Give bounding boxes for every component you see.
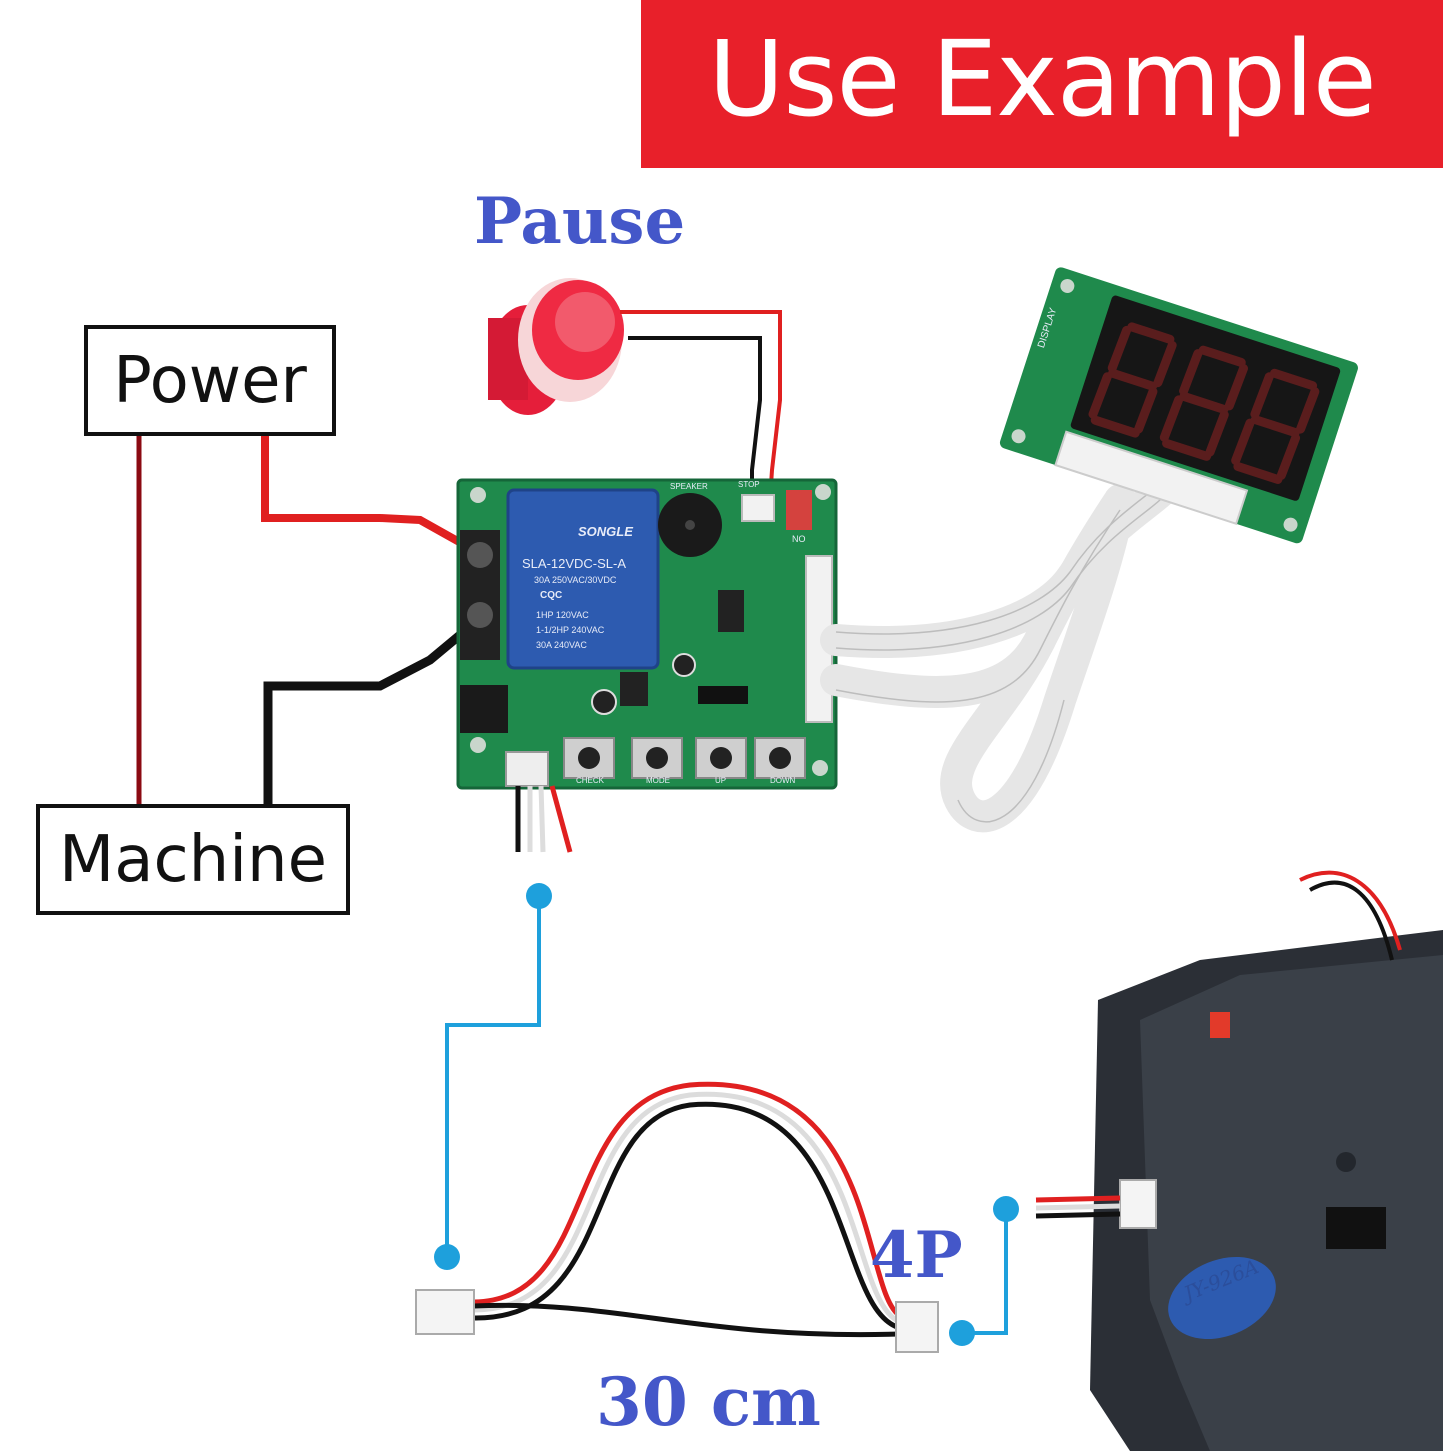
button-label-mode: MODE — [646, 776, 670, 785]
leader-lines — [445, 896, 1008, 1335]
controller-board-icon — [456, 478, 838, 790]
switch-label: NO — [792, 534, 806, 544]
connector-left-icon — [415, 1289, 475, 1335]
title-banner: Use Example — [641, 0, 1443, 168]
power-box: Power — [84, 325, 336, 436]
leader-dot-4p — [949, 1320, 975, 1346]
relay-line3: 30A 240VAC — [536, 640, 587, 650]
pause-button-icon — [488, 278, 624, 415]
banner-title: Use Example — [708, 18, 1377, 140]
machine-label: Machine — [59, 822, 327, 897]
relay-rating: 30A 250VAC/30VDC — [534, 575, 617, 585]
pause-black-wire — [628, 336, 762, 500]
button-label-check: CHECK — [576, 776, 605, 785]
relay-line2: 1-1/2HP 240VAC — [536, 625, 605, 635]
leader-dot-top — [526, 883, 552, 909]
relay-model: SLA-12VDC-SL-A — [522, 556, 627, 571]
ribbon-cable-icon — [820, 464, 1186, 833]
stop-label: STOP — [738, 480, 760, 489]
relay-cert: CQC — [540, 590, 563, 601]
machine-box: Machine — [36, 804, 350, 915]
relay-line1: 1HP 120VAC — [536, 610, 589, 620]
pause-red-wire — [620, 310, 782, 501]
button-label-up: UP — [715, 776, 727, 785]
button-label-down: DOWN — [770, 776, 796, 785]
connector-label: 4P — [870, 1218, 963, 1293]
red-power-wire — [261, 436, 472, 552]
leader-dot-cable — [434, 1244, 460, 1270]
leader-dot-acceptor — [993, 1196, 1019, 1222]
speaker-label: SPEAKER — [670, 482, 708, 491]
power-label: Power — [113, 343, 307, 418]
coin-acceptor-icon — [1035, 870, 1443, 1451]
pause-label: Pause — [474, 184, 686, 259]
cable-length-label: 30 cm — [596, 1363, 821, 1441]
black-machine-wire — [263, 616, 481, 804]
cable-30cm-icon — [473, 1081, 902, 1338]
connector-right-icon — [895, 1301, 939, 1353]
display-module-icon — [999, 267, 1358, 544]
relay-brand: SONGLE — [578, 524, 633, 539]
